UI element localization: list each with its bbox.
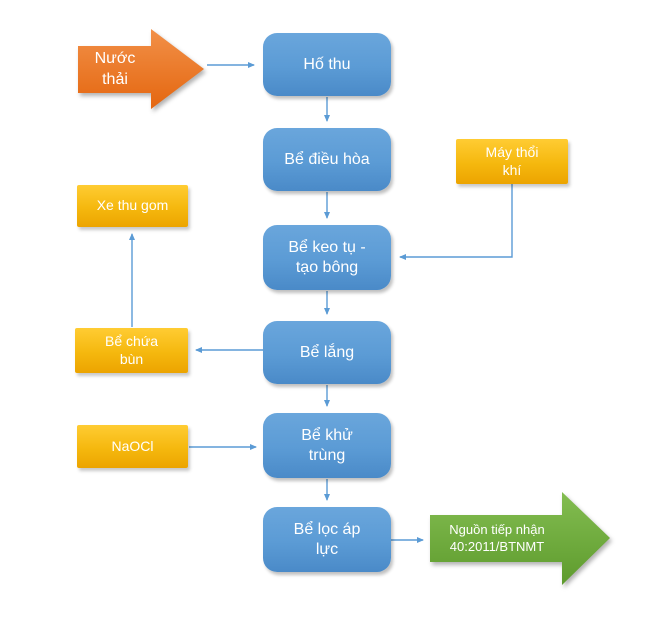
node-be-dieu-hoa: Bể điều hòa xyxy=(263,128,391,191)
node-be-khu-trung: Bể khử trùng xyxy=(263,413,391,478)
node-be-keo-tu-tao-bong: Bể keo tụ - tạo bông xyxy=(263,225,391,290)
node-may-thoi-khi: Máy thổi khí xyxy=(456,139,568,184)
output-block-arrow xyxy=(430,492,610,585)
node-nuoc-thai-label: Nước thải xyxy=(94,49,136,88)
connector-may-thoi-khi-to-be-keo-tu xyxy=(399,184,513,260)
node-naocl: NaOCl xyxy=(77,425,188,468)
node-ho-thu: Hố thu xyxy=(263,33,391,96)
node-be-lang: Bể lắng xyxy=(263,321,391,384)
node-be-chua-bun: Bể chứa bùn xyxy=(75,328,188,373)
node-xe-thu-gom: Xe thu gom xyxy=(77,185,188,227)
node-be-loc-ap-luc: Bể lọc áp lực xyxy=(263,507,391,572)
node-nguon-tiep-nhan-label: Nguồn tiếp nhận 40:2011/BTNMT xyxy=(449,521,545,554)
input-block-arrow xyxy=(78,29,204,109)
